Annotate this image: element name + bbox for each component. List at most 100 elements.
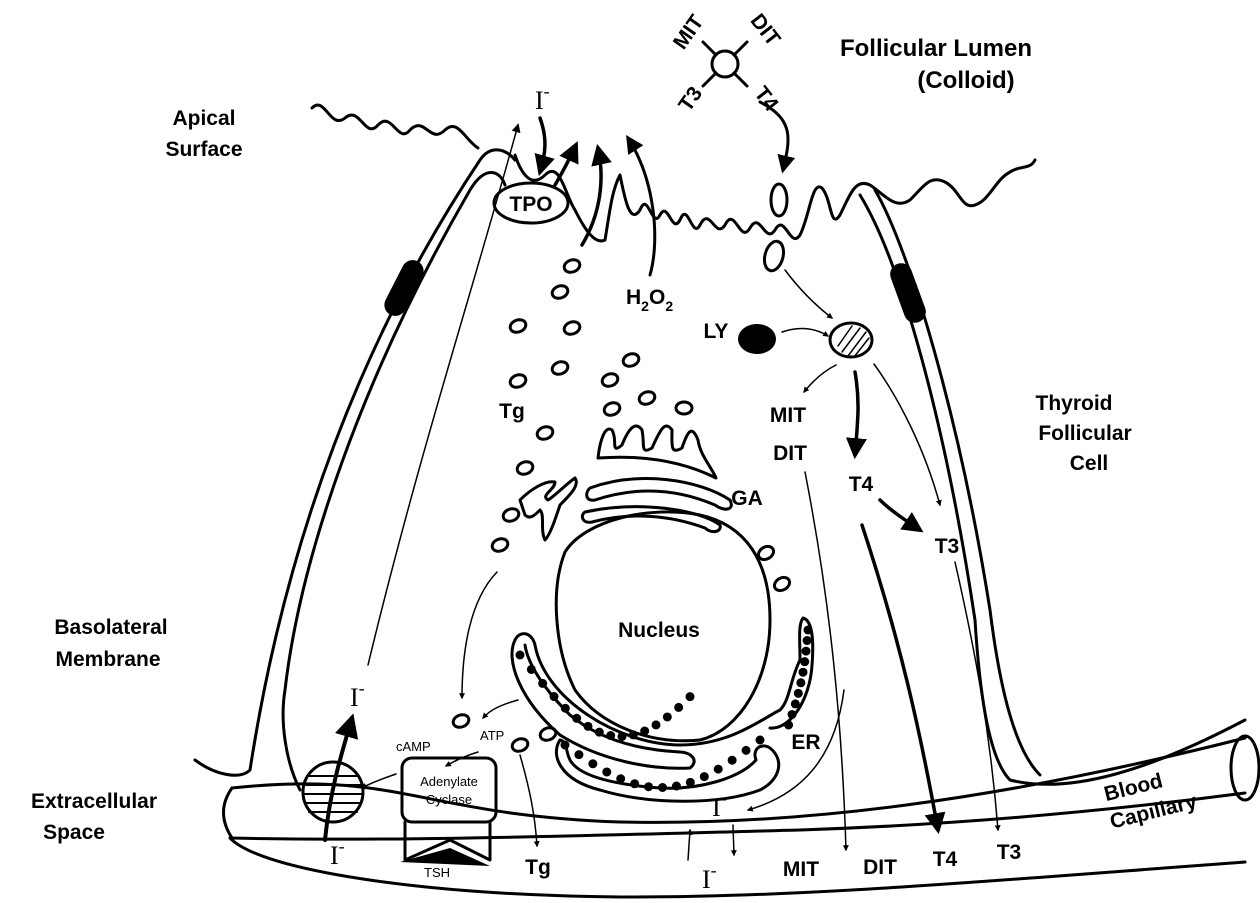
ribosome-dot [550, 692, 559, 701]
ribosome-dot [644, 782, 653, 791]
vesicle [772, 575, 792, 593]
ribosome-dot [640, 727, 649, 736]
follicular-lumen-label: Follicular Lumen [840, 35, 1032, 62]
vesicle [550, 284, 569, 301]
tg-molecule-t3-label: T3 [674, 83, 707, 116]
ribosome-dot [796, 678, 805, 687]
tg-blood-label: Tg [525, 856, 551, 879]
blood-capillary [224, 736, 1260, 897]
ribosome-dot [788, 710, 797, 719]
tg-molecule-dit-label: DIT [746, 10, 785, 51]
vesicle [621, 352, 640, 369]
vesicle [562, 258, 581, 275]
vesicle [637, 390, 656, 407]
thyroid-label: Thyroid [1036, 392, 1113, 415]
ga-label: GA [731, 487, 763, 510]
ribosome-dot [630, 779, 639, 788]
tsh-label: TSH [424, 865, 450, 880]
vesicle [562, 320, 581, 337]
t4-blood-label: T4 [933, 848, 958, 871]
tg-molecule-mit-label: MIT [669, 11, 709, 54]
tg-cell-label: Tg [499, 400, 525, 423]
ribosome-dot [804, 626, 813, 635]
ribosome-dot [602, 767, 611, 776]
vesicle [510, 737, 529, 754]
surface-label: Surface [165, 138, 242, 161]
ribosome-dot [561, 741, 570, 750]
ribosome-dot [606, 731, 615, 740]
mit-cell-label: MIT [770, 404, 806, 427]
vesicle [490, 537, 509, 554]
ribosome-dot [803, 636, 812, 645]
iodide-blood-label: I- [702, 860, 717, 894]
vesicle [600, 372, 619, 389]
phagolysosome [830, 323, 872, 357]
ribosome-dot [800, 657, 809, 666]
ribosome-dot [686, 692, 695, 701]
vesicle [676, 402, 692, 414]
ribosome-dot [616, 774, 625, 783]
vesicle [508, 318, 527, 335]
apical-microvilli [312, 105, 1035, 241]
vesicle [538, 726, 557, 743]
ribosome-dot [794, 689, 803, 698]
diagram-labels: Follicular Lumen (Colloid) Apical Surfac… [31, 10, 1200, 894]
extracellular-label: Extracellular [31, 790, 157, 813]
er-label: ER [791, 731, 820, 754]
ribosome-dot [674, 703, 683, 712]
colloid-label: (Colloid) [917, 67, 1014, 94]
atp-label: ATP [480, 728, 504, 743]
ribosome-dot [784, 721, 793, 730]
ribosome-dot [742, 746, 751, 755]
ribosome-dot [663, 712, 672, 721]
iodide-extracellular-label: I- [330, 836, 345, 870]
ribosome-dot [672, 782, 681, 791]
h2o2-label: H2O2 [626, 286, 673, 314]
vesicle [535, 425, 554, 442]
t3-blood-label: T3 [997, 841, 1022, 864]
ribosome-dot [700, 772, 709, 781]
vesicle [515, 460, 534, 477]
ribosome-dot [527, 665, 536, 674]
ly-label: LY [704, 320, 729, 343]
mit-blood-label: MIT [783, 858, 819, 881]
ribosome-dot [561, 704, 570, 713]
ribosome-dot [714, 765, 723, 774]
vesicle [451, 713, 470, 730]
space-label: Space [43, 821, 105, 844]
ribosome-dot [686, 778, 695, 787]
dit-cell-label: DIT [773, 442, 807, 465]
iodide-recycled-label: I- [712, 788, 727, 822]
nucleus-label: Nucleus [618, 619, 700, 642]
ribosome-dot [588, 759, 597, 768]
ribosome-dot [572, 714, 581, 723]
tpo-label: TPO [509, 193, 552, 216]
adenylate-label: Adenylate [420, 774, 478, 789]
ribosome-dot [756, 736, 765, 745]
ribosome-dot [802, 647, 811, 656]
ribosome-dot [618, 732, 627, 741]
basolateral-label: Basolateral [54, 616, 167, 639]
lysosome [738, 324, 776, 354]
cyclase-label: Cyclase [426, 792, 472, 807]
ribosome-dot [791, 699, 800, 708]
ribosome-dot [584, 722, 593, 731]
follicular-label: Follicular [1038, 422, 1131, 445]
vesicle [508, 373, 527, 390]
iodide-intracellular-label: I- [350, 678, 365, 712]
camp-label: cAMP [396, 739, 431, 754]
ribosome-dot [595, 728, 604, 737]
golgi-apparatus [520, 426, 731, 540]
dit-blood-label: DIT [863, 856, 897, 879]
t4-cell-label: T4 [849, 473, 874, 496]
ribosome-dot [798, 668, 807, 677]
iodide-apical-label: I- [535, 81, 550, 115]
cell-label: Cell [1070, 452, 1109, 475]
ribosome-dot [574, 750, 583, 759]
vesicle [550, 360, 569, 377]
ribosome-dot [516, 651, 525, 660]
apical-label: Apical [172, 107, 235, 130]
vesicle [501, 507, 520, 524]
